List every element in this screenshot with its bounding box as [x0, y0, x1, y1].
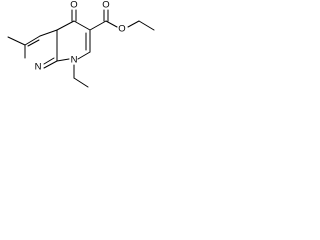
- bond-ch2-ch3: [138, 20, 155, 31]
- atom-ester-alkoxy-o-label: O: [118, 24, 125, 35]
- left-ring: [7, 29, 58, 69]
- bond-c4-c3: [73, 20, 91, 31]
- bond-c3-ester-c: [89, 20, 107, 31]
- bond-c6-c7: [24, 35, 41, 46]
- right-ring: [56, 20, 91, 62]
- n-ethyl-group: [73, 64, 89, 88]
- bond-c5-c6: [39, 29, 58, 37]
- bond-ester-c-o-alkoxy: [105, 20, 118, 28]
- bond-n8-c8a: [43, 60, 58, 69]
- atom-n8-label: N: [35, 62, 42, 73]
- bond-n8-c8a-double: [43, 57, 55, 65]
- bond-c2-n1: [77, 51, 91, 60]
- bond-c7-methyl: [7, 36, 26, 46]
- atom-keto-o-label: O: [70, 0, 77, 11]
- molecule-structure: N N O O O: [7, 0, 155, 88]
- bond-o-ch2: [127, 20, 140, 28]
- molecule-canvas: N N O O O: [0, 0, 156, 96]
- bond-ch2-ch3-nethyl: [73, 77, 89, 88]
- bond-c6-c7-double: [27, 39, 40, 47]
- bond-c4a-c4: [56, 20, 75, 31]
- bond-n1-c8a: [56, 58, 70, 62]
- keto-group: [71, 9, 77, 22]
- ester-group: [89, 9, 155, 31]
- atom-ester-carbonyl-o-label: O: [102, 0, 109, 11]
- atom-n1-label: N: [71, 55, 78, 66]
